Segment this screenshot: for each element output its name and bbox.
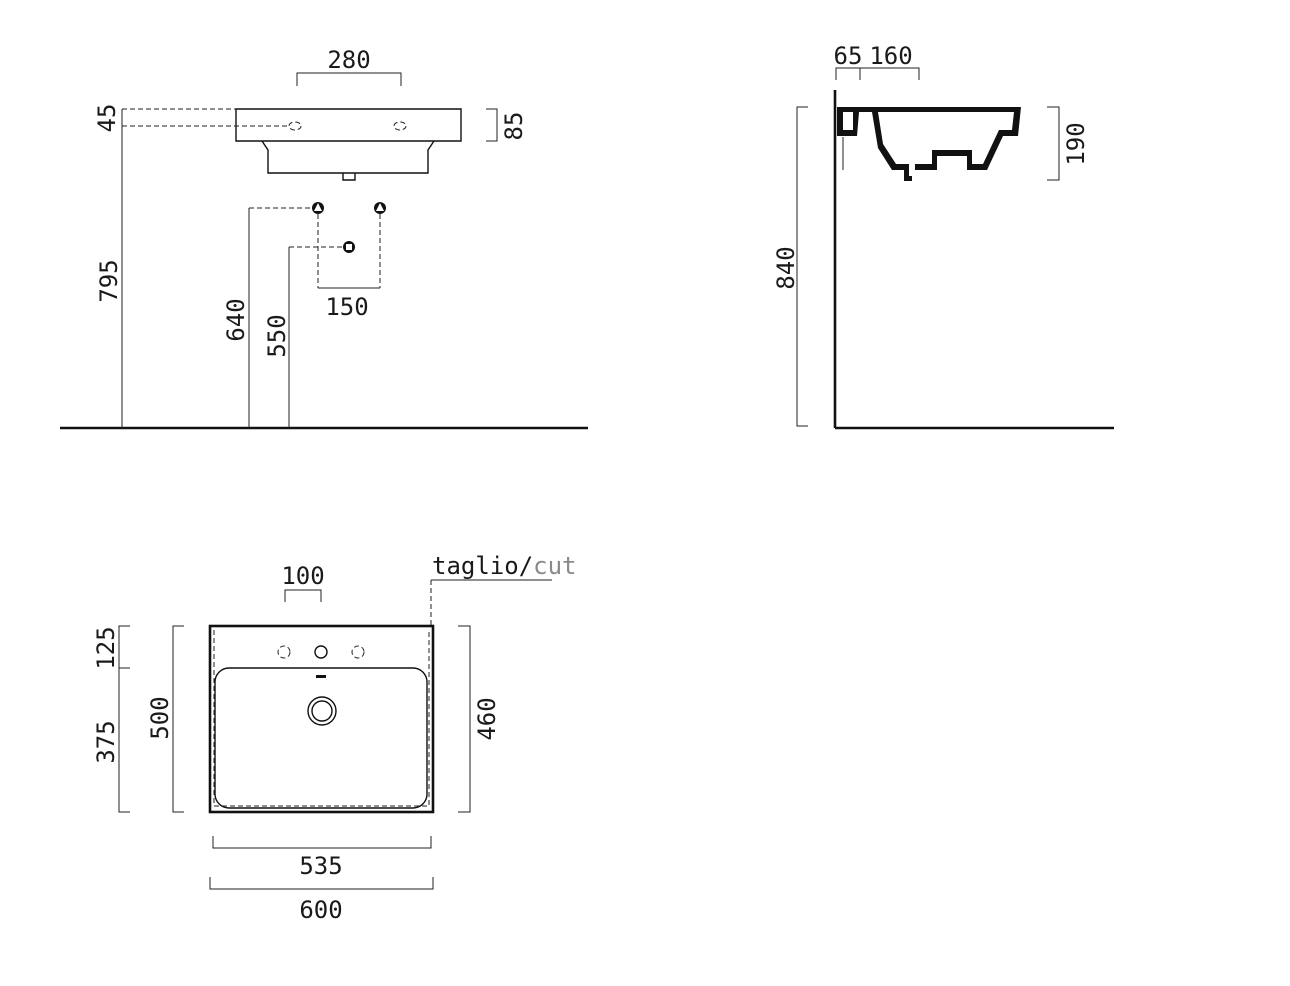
basin-bowl — [261, 140, 435, 174]
dim-535-label: 535 — [299, 852, 342, 880]
supply-triangle-left — [314, 203, 322, 211]
dim-160-label: 160 — [869, 42, 912, 70]
dim-190-line — [1047, 106, 1060, 181]
basin-drain — [342, 173, 356, 181]
dim-795-label: 795 — [95, 259, 123, 302]
tap-hole-center-top — [314, 645, 328, 659]
dim-375-label: 375 — [92, 720, 120, 763]
dim-600-label: 600 — [299, 896, 342, 924]
cut-label-accent: cut — [533, 552, 576, 580]
dim-280-line — [296, 72, 402, 86]
overflow-slot — [316, 675, 326, 678]
drain-square — [346, 244, 352, 250]
dim-190-label: 190 — [1062, 122, 1090, 165]
dim-535-line — [212, 836, 432, 849]
dim-125-line — [118, 625, 130, 669]
dim-100-label: 100 — [281, 562, 324, 590]
front-view: 280 45 85 795 640 550 150 — [60, 46, 588, 430]
basin-top-outline — [208, 624, 435, 814]
side-view: 65 160 190 840 — [772, 42, 1114, 430]
dim-65-label: 65 — [834, 42, 863, 70]
cut-label: taglio/cut — [432, 552, 577, 580]
cut-label-main: taglio/ — [432, 552, 533, 580]
cut-contour — [213, 630, 430, 807]
dim-160-line — [860, 67, 920, 80]
drain-inner — [311, 700, 333, 722]
dim-125-label: 125 — [92, 626, 120, 669]
dim-460-line — [458, 625, 471, 813]
dim-150-label: 150 — [325, 293, 368, 321]
tap-hole-left — [288, 121, 302, 131]
dim-85-line — [486, 108, 498, 142]
dim-375-line — [118, 668, 130, 813]
dim-280-label: 280 — [327, 46, 370, 74]
dim-460-label: 460 — [473, 697, 501, 740]
dim-65-line — [835, 67, 861, 80]
basin-bowl-void — [878, 112, 1014, 176]
dim-840-label: 840 — [772, 246, 800, 289]
drain-outer — [307, 696, 337, 726]
dim-840-line — [796, 106, 808, 427]
basin-rim — [235, 108, 462, 142]
dim-85-label: 85 — [500, 112, 528, 141]
supply-triangle-right — [376, 203, 384, 211]
top-view: 100 taglio/cut 125 375 500 460 535 600 — [92, 552, 577, 924]
dim-500-line — [172, 625, 184, 813]
dim-500-label: 500 — [146, 696, 174, 739]
basin-section-void — [843, 112, 853, 130]
dim-45-label: 45 — [93, 104, 121, 133]
basin-top-bowl — [214, 667, 428, 809]
tap-hole-right-top — [351, 645, 365, 659]
tap-hole-right — [393, 121, 407, 131]
dim-100-line — [284, 589, 322, 602]
tap-hole-left-top — [277, 645, 291, 659]
dim-640-label: 640 — [222, 298, 250, 341]
dim-550-label: 550 — [263, 314, 291, 357]
dim-600-line — [209, 877, 434, 890]
